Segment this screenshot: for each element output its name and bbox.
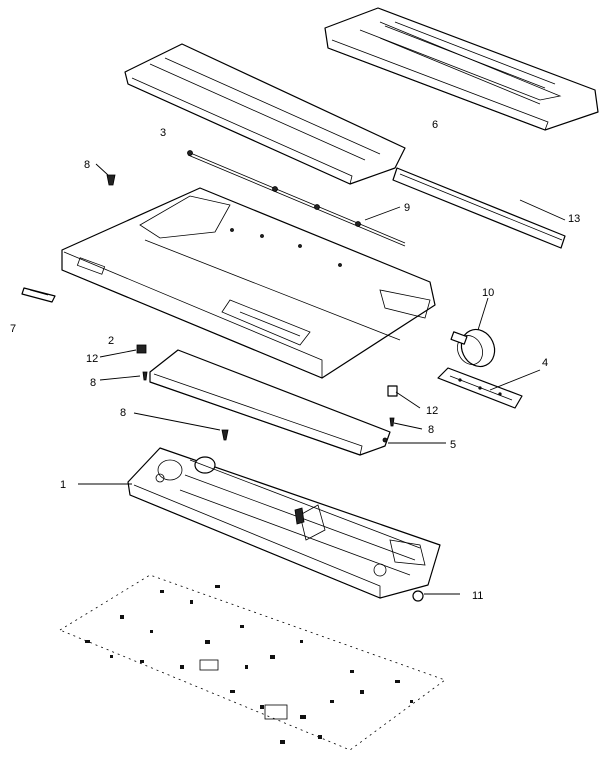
callout-8-a: 8 (84, 159, 90, 171)
callout-2: 2 (108, 335, 114, 347)
leader-lines (78, 163, 566, 595)
part-3-top-cover (124, 43, 406, 185)
circuit-board (59, 574, 446, 751)
part-1-chassis (127, 447, 441, 599)
part-13-guide-strip (392, 167, 566, 249)
callout-9: 9 (404, 202, 410, 214)
callout-labels: 1 2 3 4 5 6 7 8 8 8 8 9 10 11 12 12 13 (10, 119, 580, 602)
callout-11: 11 (472, 590, 483, 602)
fasteners (106, 174, 424, 602)
callout-5: 5 (450, 439, 456, 451)
callout-8-d: 8 (428, 424, 434, 436)
callout-10: 10 (482, 287, 494, 299)
part-6-rear-cover (324, 7, 599, 131)
callout-8-b: 8 (90, 377, 96, 389)
callout-8-c: 8 (120, 407, 126, 419)
callout-1: 1 (60, 479, 66, 491)
part-4-plate (437, 367, 523, 409)
callout-3: 3 (160, 127, 166, 139)
callout-4: 4 (542, 357, 548, 369)
callout-7: 7 (10, 323, 16, 335)
part-10-knob (450, 328, 496, 368)
callout-13: 13 (568, 213, 580, 225)
callout-12-b: 12 (426, 405, 438, 417)
part-5-rail (149, 349, 391, 456)
callout-6: 6 (432, 119, 438, 131)
upper-case (61, 187, 436, 379)
callout-12-a: 12 (86, 353, 98, 365)
part-7-bracket (21, 287, 56, 303)
part-9-shaft (187, 150, 406, 247)
